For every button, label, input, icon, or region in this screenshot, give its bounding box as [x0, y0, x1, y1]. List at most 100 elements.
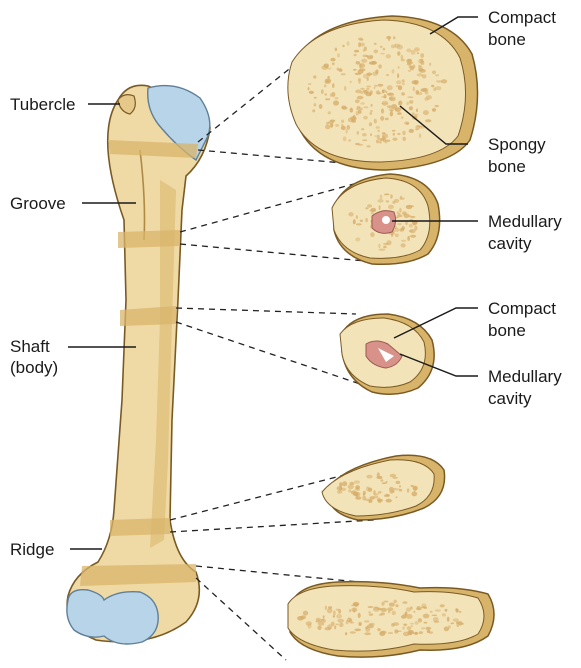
- spongy-pore: [306, 621, 312, 625]
- spongy-pore: [409, 129, 414, 133]
- spongy-pore: [362, 133, 367, 136]
- spongy-pore: [342, 481, 347, 486]
- spongy-pore: [421, 606, 425, 608]
- spongy-pore: [341, 124, 343, 127]
- spongy-pore: [349, 482, 354, 485]
- spongy-pore: [366, 55, 369, 57]
- spongy-pore: [349, 609, 351, 612]
- spongy-pore: [395, 604, 398, 607]
- spongy-pore: [377, 135, 380, 140]
- spongy-pore: [432, 615, 437, 617]
- spongy-pore: [376, 90, 380, 94]
- spongy-pore: [369, 93, 371, 96]
- spongy-pore: [416, 90, 420, 95]
- spongy-pore: [415, 621, 419, 624]
- spongy-pore: [324, 84, 327, 87]
- spongy-pore: [384, 194, 390, 196]
- spongy-pore: [376, 140, 379, 144]
- spongy-pore: [321, 89, 324, 94]
- spongy-pore: [388, 610, 390, 613]
- spongy-pore: [363, 49, 365, 52]
- spongy-pore: [398, 66, 400, 69]
- spongy-pore: [363, 116, 368, 120]
- spongy-pore: [391, 45, 394, 49]
- spongy-pore: [394, 488, 400, 490]
- spongy-pore: [333, 611, 335, 616]
- spongy-pore: [356, 215, 358, 219]
- spongy-pore: [355, 73, 362, 75]
- spongy-pore: [386, 54, 391, 58]
- spongy-pore: [407, 59, 411, 61]
- cross-section-distal: [288, 582, 494, 658]
- spongy-pore: [399, 208, 402, 213]
- spongy-pore: [425, 119, 431, 122]
- spongy-pore: [372, 72, 378, 76]
- spongy-pore: [398, 101, 400, 105]
- spongy-pore: [370, 134, 372, 136]
- spongy-pore: [353, 69, 357, 71]
- spongy-pore: [370, 496, 375, 500]
- spongy-pore: [392, 622, 399, 626]
- spongy-pore: [358, 110, 362, 113]
- section-band-4: [110, 518, 170, 536]
- humerus-bone: [67, 85, 210, 644]
- spongy-pore: [416, 606, 421, 610]
- spongy-pore: [378, 491, 382, 493]
- spongy-pore: [379, 631, 385, 636]
- spongy-pore: [378, 64, 382, 68]
- spongy-pore: [384, 94, 387, 98]
- spongy-pore: [402, 79, 405, 82]
- spongy-pore: [337, 53, 340, 57]
- spongy-pore: [397, 51, 400, 56]
- spongy-pore: [419, 631, 423, 634]
- spongy-pore: [433, 617, 439, 622]
- spongy-pore: [425, 91, 429, 95]
- spongy-pore: [356, 107, 363, 110]
- bone-outline: [67, 85, 210, 642]
- spongy-pore: [342, 45, 344, 47]
- spongy-pore: [397, 215, 403, 218]
- spongy-pore: [367, 145, 371, 147]
- label-shaft-line1: Shaft: [10, 337, 50, 356]
- spongy-pore: [353, 604, 359, 606]
- spongy-pore: [368, 611, 371, 613]
- spongy-pore: [361, 128, 364, 130]
- spongy-pore: [300, 615, 306, 619]
- spongy-pore: [336, 609, 340, 611]
- spongy-pore: [396, 481, 401, 484]
- spongy-pore: [377, 130, 379, 132]
- spongy-pore: [435, 74, 439, 76]
- label-medullary-cavity-2-line2: cavity: [488, 389, 532, 408]
- spongy-pore: [442, 613, 446, 616]
- spongy-pore: [363, 493, 365, 496]
- spongy-pore: [392, 201, 395, 204]
- spongy-pore: [312, 109, 315, 112]
- spongy-pore: [407, 64, 411, 66]
- spongy-pore: [413, 80, 418, 84]
- spongy-pore: [432, 71, 436, 75]
- spongy-pore: [399, 228, 404, 231]
- spongy-pore: [389, 603, 395, 607]
- spongy-pore: [327, 608, 333, 613]
- spongy-pore: [370, 112, 373, 115]
- spongy-pore: [318, 622, 325, 626]
- spongy-pore: [429, 63, 431, 66]
- spongy-pore: [334, 625, 336, 629]
- spongy-pore: [394, 44, 396, 48]
- spongy-pore: [390, 112, 393, 117]
- spongy-pore: [348, 139, 351, 142]
- spongy-pore: [380, 53, 384, 55]
- spongy-pore: [407, 236, 410, 241]
- spongy-pore: [424, 97, 428, 101]
- spongy-pore: [389, 487, 394, 492]
- spongy-pore: [350, 631, 356, 633]
- spongy-pore: [362, 139, 367, 141]
- spongy-pore: [390, 96, 396, 101]
- spongy-pore: [418, 59, 423, 64]
- spongy-pore: [369, 122, 372, 126]
- spongy-pore: [379, 205, 381, 210]
- spongy-pore: [355, 99, 360, 103]
- spongy-pore: [348, 485, 354, 490]
- spongy-pore: [364, 632, 371, 635]
